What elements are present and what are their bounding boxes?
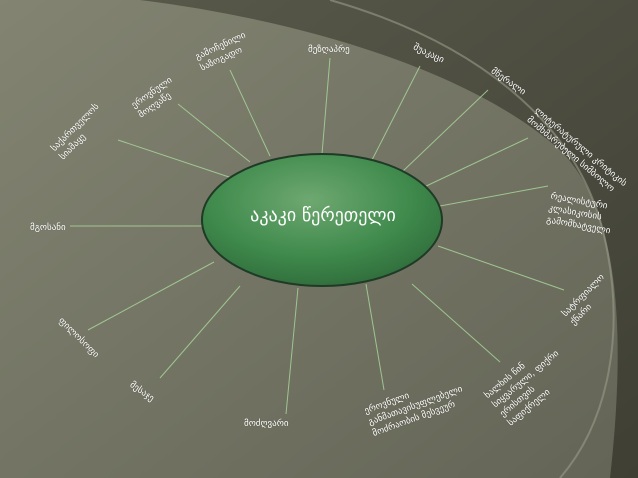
connector-lines <box>70 57 565 415</box>
node-label-line: მეზღაპრე <box>308 45 350 55</box>
connector-gamochenili-sazogado <box>229 69 271 157</box>
connector-shuakatsi <box>371 65 421 161</box>
node-label-gmosani: მგოსანი <box>30 222 66 234</box>
connector-moghvatse <box>285 287 299 415</box>
connector-xalxis-grdzneba <box>411 283 501 363</box>
connector-pedagogi <box>87 261 215 331</box>
node-label-mezghapre: მეზღაპრე <box>308 44 350 56</box>
connector-sakartvelos-siamaye <box>117 139 233 179</box>
connector-eris-mamamtavari <box>365 283 385 391</box>
connector-erovnuli-moghvatse <box>177 103 251 163</box>
connector-metsre <box>401 89 489 173</box>
connector-literaturuli-kritikis <box>421 137 529 189</box>
connector-realisturi-klasikosi <box>439 185 549 207</box>
node-label-line: მგოსანი <box>30 223 66 233</box>
node-label-moghvatse: მოძღვარი <box>244 418 289 430</box>
center-ellipse <box>201 153 443 287</box>
node-label-line: მოძღვარი <box>244 419 289 429</box>
background-curve <box>329 0 615 478</box>
connector-mesaje <box>159 285 241 379</box>
connector-satrfialo-poezia <box>437 245 565 291</box>
center-label: აკაკი წერეთელი <box>250 205 396 226</box>
connector-mezghapre <box>321 57 331 155</box>
